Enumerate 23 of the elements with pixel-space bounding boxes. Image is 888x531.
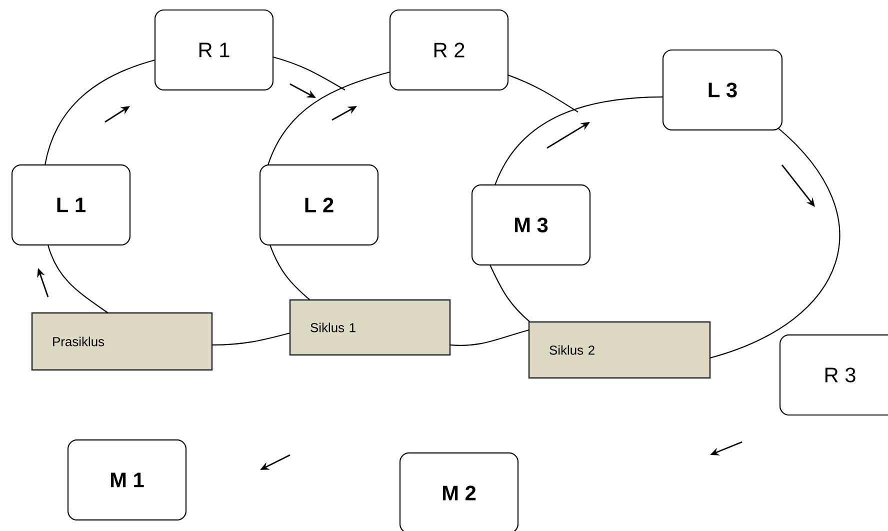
phase-box: L 2 xyxy=(259,164,379,246)
cycle-line xyxy=(494,96,664,186)
cycle-line xyxy=(268,71,390,166)
cycle-label-box: Prasiklus xyxy=(31,312,213,371)
cycle-line xyxy=(450,329,530,346)
phase-box: L 3 xyxy=(662,49,783,131)
phase-box: R 3 xyxy=(779,334,888,416)
cycle-line xyxy=(490,264,530,322)
cycle-line xyxy=(710,128,840,358)
phase-box: M 2 xyxy=(399,452,519,531)
cycle-line xyxy=(508,74,578,112)
cycle-line xyxy=(44,59,156,166)
phase-box: M 3 xyxy=(471,184,591,266)
cycle-line xyxy=(212,332,290,346)
cycle-label-box: Siklus 1 xyxy=(289,299,451,356)
cycle-label-box: Siklus 2 xyxy=(528,321,711,379)
phase-box: L 1 xyxy=(11,164,131,246)
phase-box: R 1 xyxy=(154,9,274,91)
cycle-line xyxy=(272,56,346,90)
phase-box: M 1 xyxy=(67,439,187,521)
phase-box: R 2 xyxy=(389,9,509,91)
cycle-line xyxy=(270,244,310,300)
cycle-line xyxy=(47,244,108,314)
